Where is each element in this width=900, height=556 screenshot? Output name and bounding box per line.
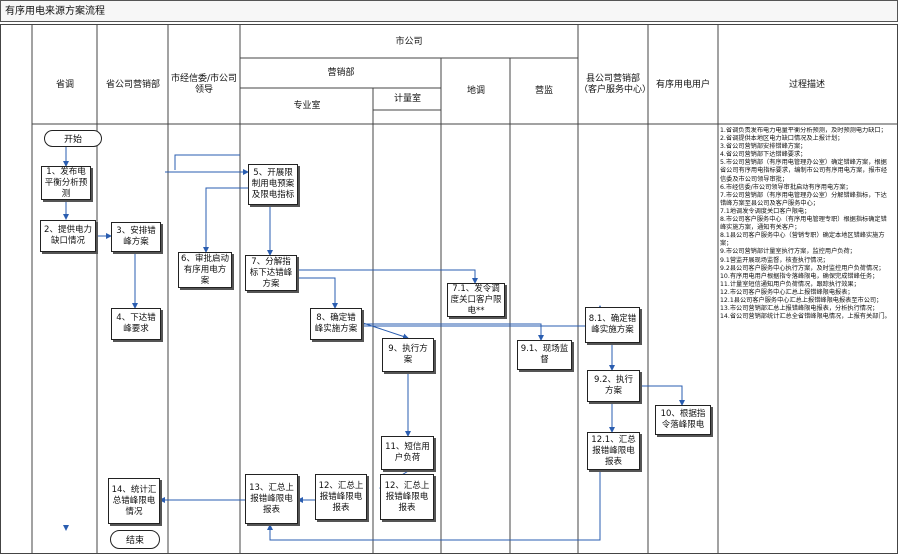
header-provincial-dispatch: 省调 [55,79,74,90]
step-9-2-box: 9.2、执行方案 [587,370,640,402]
flowchart-frame: 省调 省公司营销部 市经信委/市公司领导 市公司 营销部 专业室 计量室 地调 … [0,24,898,554]
step-6-box: 6、审批启动有序用电方案 [178,252,232,288]
process-description: 1.省调负责发布电力电量平衡分析预测，及时预测电力缺口； 2.省调提供本地区电力… [720,127,891,321]
step-12-metering-box: 12、汇总上报错峰限电报表 [380,474,434,520]
step-8-1-box: 8.1、确定错峰实施方案 [585,307,640,343]
header-local-dispatch: 地调 [466,85,485,96]
header-city-company: 市公司 [395,36,423,47]
step-10-box: 10、根据指令落峰限电 [655,405,711,435]
header-monitoring: 营监 [534,85,553,96]
page-title: 有序用电来源方案流程 [0,0,898,22]
step-1-box: 1、发布电平衡分析预测 [41,166,91,200]
end-node: 结束 [110,530,160,549]
step-13-box: 13、汇总上报错峰限电报表 [245,474,298,524]
header-metering-room: 计量室 [393,93,421,104]
step-5-box: 5、开展限制用电预案及限电指标 [248,164,298,205]
step-4-box: 4、下达错峰要求 [111,308,161,340]
step-2-box: 2、提供电力缺口情况 [40,220,96,252]
header-specialist-room: 专业室 [293,100,321,111]
start-node: 开始 [44,130,102,147]
step-9-box: 9、执行方案 [382,338,434,372]
header-provincial-marketing: 省公司营销部 [105,79,160,90]
step-14-box: 14、统计汇总错峰限电情况 [108,478,160,524]
step-9-1-box: 9.1、现场监督 [517,340,572,370]
step-12-1-box: 12.1、汇总报错峰限电报表 [587,432,640,470]
header-users: 有序用电用户 [655,79,710,90]
step-7-box: 7、分解指标下达错峰方案 [245,255,297,291]
header-city-commission: 市经信委/市公司领导 [170,74,238,95]
step-11-box: 11、短信用户负荷 [381,436,434,470]
step-12-box: 12、汇总上报错峰限电报表 [315,474,367,520]
step-7-1-box: 7.1、发令调度关口客户限电** [447,283,505,317]
step-3-box: 3、安排错峰方案 [111,222,161,252]
step-8-box: 8、确定错峰实施方案 [310,308,362,340]
header-notes: 过程描述 [788,79,825,90]
header-marketing-dept: 营销部 [327,67,355,78]
header-county-marketing: 县公司营销部（客户服务中心） [579,74,652,95]
